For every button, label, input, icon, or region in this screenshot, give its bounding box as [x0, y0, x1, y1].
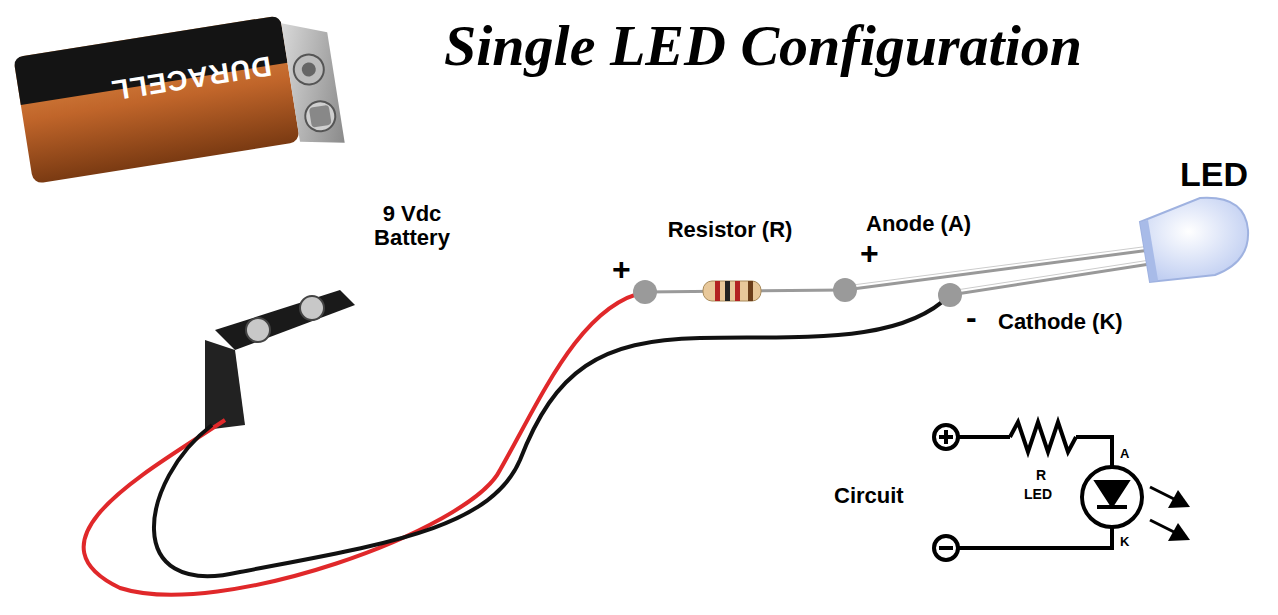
battery-snap	[205, 290, 355, 430]
battery-9v	[13, 8, 344, 191]
polarity-sign: -	[966, 300, 977, 335]
polarity-sign: +	[860, 236, 879, 271]
pin-label: A	[1120, 447, 1129, 461]
circuit-schematic	[934, 422, 1190, 560]
connection-dot	[938, 283, 962, 307]
schematic-label: R	[1034, 468, 1048, 483]
polarity-sign: +	[612, 252, 631, 287]
led-label: LED	[1180, 156, 1248, 193]
cathode-label: Cathode (K)	[998, 310, 1123, 334]
battery-label: 9 Vdc Battery	[352, 202, 472, 250]
pin-label: K	[1120, 535, 1129, 549]
connection-dot	[633, 280, 657, 304]
circuit-label: Circuit	[834, 484, 904, 508]
anode-label: Anode (A)	[866, 212, 971, 236]
led-component	[845, 198, 1248, 295]
diagram-title: Single LED Configuration	[444, 14, 1082, 78]
schematic-label: LED	[1024, 487, 1052, 502]
black-wire	[154, 295, 950, 576]
connection-dot	[833, 278, 857, 302]
resistor-label: Resistor (R)	[660, 218, 800, 242]
resistor-component	[645, 281, 845, 301]
